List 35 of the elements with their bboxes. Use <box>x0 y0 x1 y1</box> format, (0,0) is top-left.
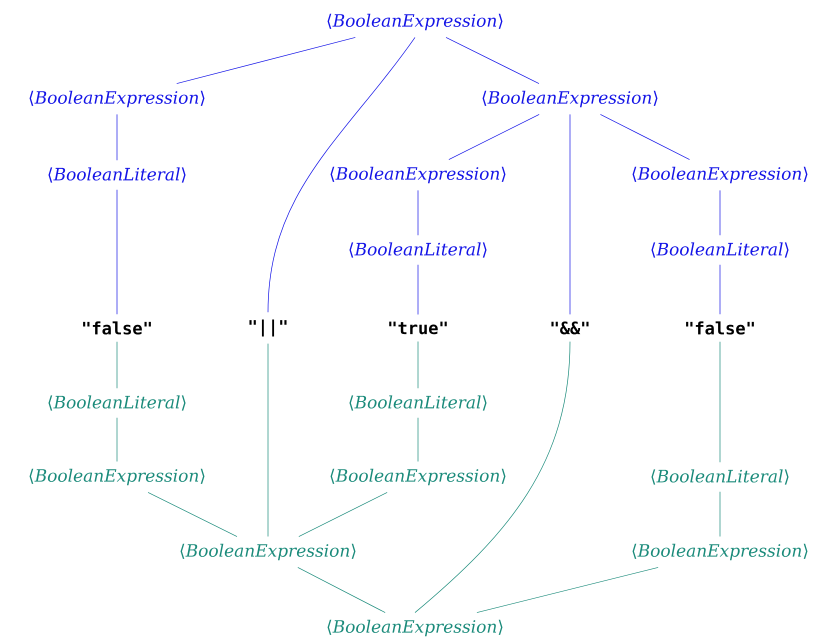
nonterminal-text: ⟨BooleanLiteral⟩ <box>349 395 487 411</box>
nonterminal-text: ⟨BooleanExpression⟩ <box>632 166 808 184</box>
nonterminal-text: ⟨BooleanExpression⟩ <box>180 544 356 560</box>
connector-line <box>116 114 118 161</box>
connector-line <box>176 37 356 84</box>
terminal-text: "&&" <box>551 322 589 334</box>
connector-line <box>116 189 118 315</box>
nonterminal-text: ⟨BooleanExpression⟩ <box>328 14 502 30</box>
nonterminal-text: ⟨BooleanExpression⟩ <box>328 620 502 636</box>
connector-line <box>600 114 690 160</box>
nonterminal-text: ⟨BooleanExpression⟩ <box>30 468 204 486</box>
nonterminal-text: ⟨BooleanExpression⟩ <box>482 90 658 108</box>
connector-line <box>116 417 118 462</box>
nonterminal-text: ⟨BooleanLiteral⟩ <box>651 242 789 258</box>
connector-line <box>414 341 570 613</box>
nonterminal-text: ⟨BooleanLiteral⟩ <box>48 395 186 411</box>
terminal-text: "||" <box>249 320 287 336</box>
nonterminal-text: ⟨BooleanLiteral⟩ <box>349 242 487 258</box>
terminal-text: "false" <box>686 321 754 335</box>
nonterminal-text: ⟨BooleanExpression⟩ <box>632 544 808 560</box>
terminal-text: "false" <box>83 321 151 335</box>
connector-line <box>298 492 388 537</box>
connector-line <box>116 341 118 389</box>
connector-line <box>476 567 658 613</box>
nonterminal-text: ⟨BooleanExpression⟩ <box>30 90 204 108</box>
connector-line <box>448 114 540 160</box>
connector-line <box>297 567 386 613</box>
nonterminal-text: ⟨BooleanLiteral⟩ <box>48 167 186 183</box>
nonterminal-text: ⟨BooleanExpression⟩ <box>330 166 506 184</box>
connector-line <box>148 492 238 537</box>
nonterminal-text: ⟨BooleanExpression⟩ <box>330 468 506 486</box>
terminal-text: "true" <box>389 322 447 334</box>
nonterminal-text: ⟨BooleanLiteral⟩ <box>651 469 789 485</box>
connector-line <box>268 37 416 313</box>
connector-line <box>446 37 540 84</box>
